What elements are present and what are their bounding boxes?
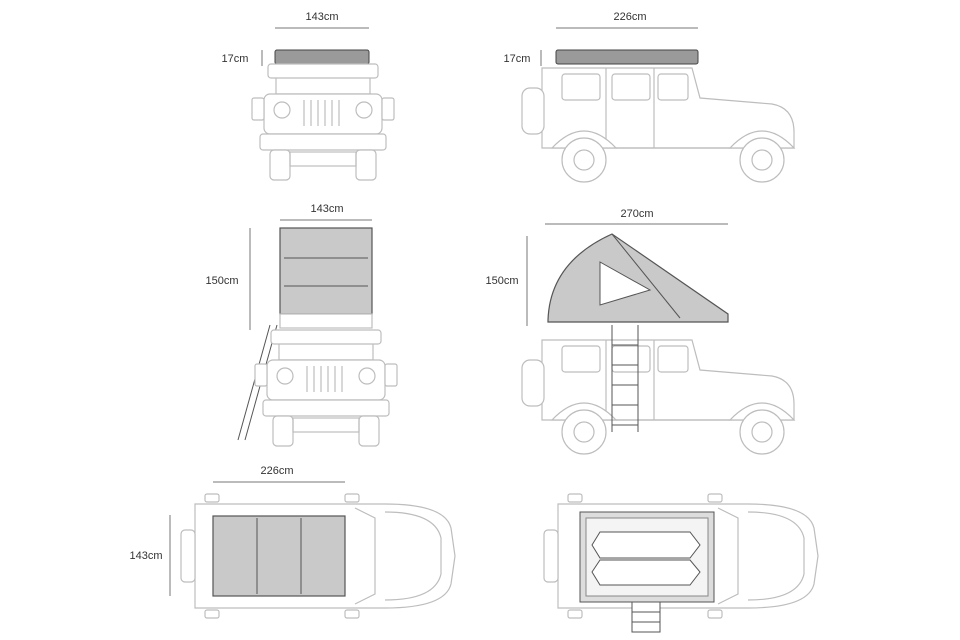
- height-label: 17cm: [504, 53, 531, 65]
- width-label: 143cm: [310, 203, 343, 215]
- height-label: 150cm: [205, 275, 238, 287]
- closed-front-view: 143cm 17cm: [222, 11, 395, 181]
- length-label: 226cm: [613, 11, 646, 23]
- height-label: 17cm: [222, 53, 249, 65]
- width-label: 143cm: [129, 550, 162, 562]
- open-tent: [547, 233, 729, 323]
- vehicle-side: [521, 339, 795, 455]
- tent-window: [599, 261, 652, 306]
- closed-side-view: 226cm 17cm: [504, 11, 795, 183]
- open-front-view: 143cm 150cm: [205, 203, 398, 447]
- open-side-view: 270cm 150cm: [485, 208, 795, 455]
- height-label: 150cm: [485, 275, 518, 287]
- open-tent: [279, 227, 373, 315]
- tent-base: [279, 313, 373, 329]
- ladder: [631, 601, 661, 633]
- open-top-view: [543, 493, 819, 633]
- length-label: 270cm: [620, 208, 653, 220]
- closed-top-view: 226cm 143cm: [129, 465, 456, 619]
- vehicle-front: [251, 63, 395, 181]
- sleeping-bag: [591, 531, 701, 559]
- vehicle-front: [254, 329, 398, 447]
- closed-tent: [274, 49, 370, 65]
- ladder: [611, 325, 639, 432]
- vehicle-side: [521, 67, 795, 183]
- width-label: 143cm: [305, 11, 338, 23]
- length-label: 226cm: [260, 465, 293, 477]
- closed-tent-top: [212, 515, 346, 597]
- sleeping-bag: [591, 559, 701, 586]
- closed-tent: [555, 49, 699, 65]
